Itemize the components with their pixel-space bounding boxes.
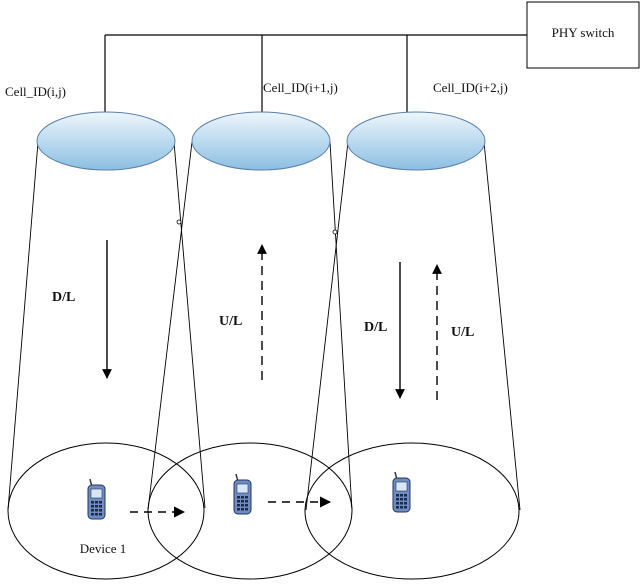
link-labels: D/L U/L D/L U/L <box>52 290 474 340</box>
cell-top-3 <box>346 111 486 171</box>
intersection-point <box>176 219 182 225</box>
cell-id-labels: Cell_ID(i,j) Cell_ID(i+1,j) Cell_ID(i+2,… <box>5 80 508 99</box>
device-1-label: Device 1 <box>80 541 127 556</box>
cell-top-1 <box>36 111 176 171</box>
switch-bus <box>104 34 527 115</box>
uplink-label-cell-3: U/L <box>451 325 474 340</box>
cell-3-left-edge <box>305 141 349 511</box>
cell-3-right-edge <box>483 141 521 511</box>
mobile-phone-icon <box>392 471 411 513</box>
cell-id-label-1: Cell_ID(i,j) <box>5 84 66 99</box>
phy-switch-box <box>526 1 640 69</box>
phy-switch-label: PHY switch <box>552 25 615 40</box>
mobile-phone-icon <box>233 473 252 515</box>
cell-tops <box>36 111 486 171</box>
coverage-cell-2 <box>147 442 353 580</box>
phy-switch: PHY switch <box>526 1 640 69</box>
cell-1-left-edge <box>7 141 39 511</box>
cell-id-label-3: Cell_ID(i+2,j) <box>433 80 508 95</box>
uplink-label-cell-2: U/L <box>219 314 242 329</box>
intersection-points <box>176 219 338 235</box>
intersection-point <box>332 229 338 235</box>
cell-id-label-2: Cell_ID(i+1,j) <box>263 80 338 95</box>
mobile-phone-icon <box>87 478 106 520</box>
link-arrows <box>102 240 442 400</box>
cell-cones <box>7 141 521 511</box>
downlink-label-cell-3: D/L <box>364 320 387 335</box>
devices <box>87 471 411 520</box>
cell-top-2 <box>191 111 331 171</box>
downlink-label-cell-1: D/L <box>52 290 75 305</box>
cell-1-right-edge <box>173 141 206 509</box>
coverage-cell-3 <box>304 442 520 580</box>
cell-2-left-edge <box>147 141 193 511</box>
coverage-cell-1 <box>7 442 205 580</box>
handover-arrows <box>130 496 332 518</box>
coverage-areas <box>7 442 520 580</box>
cell-2-right-edge <box>329 141 353 511</box>
